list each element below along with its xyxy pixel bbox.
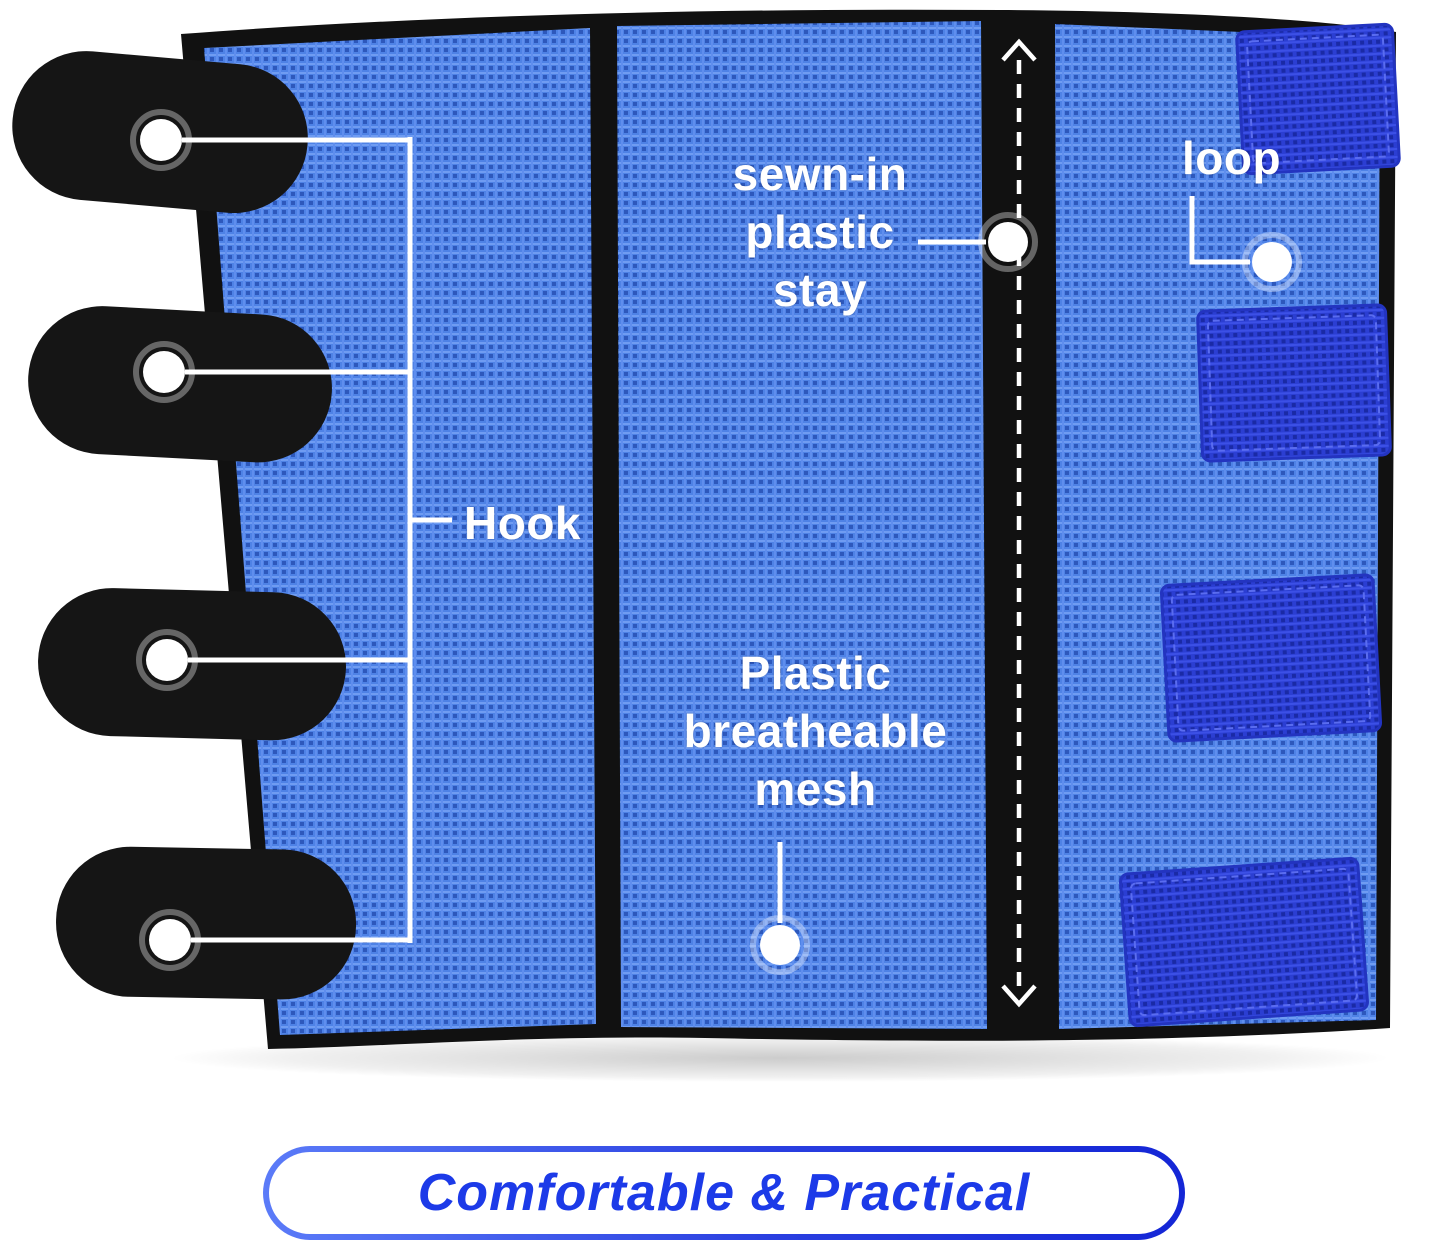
velcro-strap [38,588,346,741]
stay-label: sewn-in plastic stay [732,148,908,316]
strap-marker-dot [149,919,191,961]
right-mesh-panel [1055,24,1380,1029]
loop-patch [1235,22,1401,176]
stay-marker-dot [988,222,1028,262]
center-mesh-panel [617,21,987,1029]
product-shadow [170,1034,1390,1082]
mesh-label: Plastic breatheable mesh [683,647,948,815]
hook-label: Hook [464,497,581,549]
left-mesh-panel [204,28,596,1035]
loop-label: loop [1182,132,1282,184]
banner: Comfortable & Practical [263,1146,1185,1240]
plastic-stay-dashed-arrow [1001,38,1037,1008]
strap-marker-dot [146,639,188,681]
velcro-strap [56,846,357,1000]
loop-patch [1196,303,1392,463]
banner-inner: Comfortable & Practical [269,1152,1179,1234]
marker-dots [130,109,1302,975]
strap-marker-dot [143,351,185,393]
hook-bracket-line [182,137,452,943]
banner-text: Comfortable & Practical [417,1164,1031,1222]
loop-pointer-line [1189,196,1250,265]
loop-marker-dot [1252,242,1292,282]
strap-marker-dot [140,119,182,161]
loop-patch [1119,856,1369,1028]
mesh-marker-dot [760,925,800,965]
loop-patch [1159,573,1383,743]
